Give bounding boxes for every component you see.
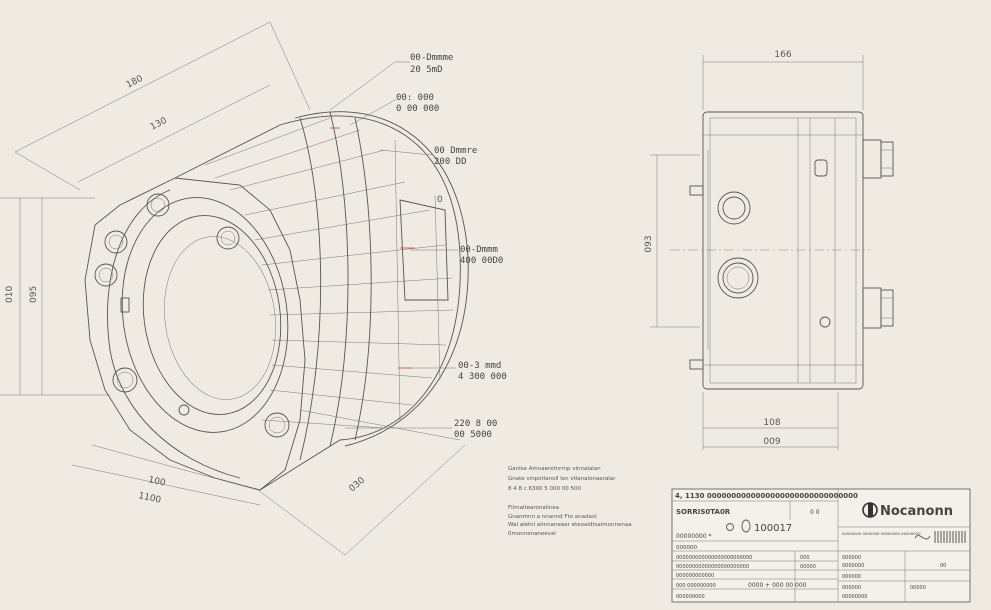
- callout-1-line2: 20 5mD: [410, 65, 443, 75]
- tb-sub-left: 00000000 *: [676, 533, 711, 540]
- dim-width-bottom-2: 009: [763, 437, 780, 447]
- note-1-line-2: Gnate vinpotlanoll lon vtlanalonaeralar: [508, 476, 616, 482]
- tb-row-3-label: 000000000000: [676, 573, 714, 579]
- front-view: 166 093 108 009: [644, 50, 894, 450]
- tb-title: SORRIS0TA0R: [676, 508, 731, 516]
- dim-width-bottom-1: 108: [763, 418, 780, 428]
- tb-right-row-2-label: 0000000: [842, 563, 864, 569]
- tb-row-1-label: 000000000000000000000000: [676, 555, 752, 561]
- dim-left-outer: 010: [5, 286, 15, 303]
- tb-drawing-number: 100017: [754, 523, 792, 534]
- tb-row-2-value: 00000: [800, 564, 816, 570]
- callout-2-line1: 00: 000: [396, 93, 434, 103]
- callout-2-line2: 0 00 000: [396, 104, 439, 114]
- dim-width-top: 166: [774, 50, 791, 60]
- note-2-line-4: 0monnenaneeval: [508, 531, 556, 537]
- front-dimensions: 166 093 108 009: [644, 50, 864, 450]
- callout-4-line1: 00-Dmmm: [460, 245, 498, 255]
- iso-dimensions: 180 130 010 095 1100 100 030 0: [0, 21, 466, 556]
- dim-top-outer: 180: [125, 74, 145, 91]
- tb-header: 4, 1130 0000000000000000000000000000000: [675, 492, 858, 500]
- note-2-line-3: Wal aletnl almnaneaer eteoaldtsaimonnena…: [508, 522, 632, 528]
- dim-bottom-inner: 100: [147, 475, 166, 488]
- callout-5-line1: 00-3 mmd: [458, 361, 501, 371]
- tb-row-2-label: 00000000000000000000000: [676, 564, 749, 570]
- tb-right-row-5-label: 00000000: [842, 594, 867, 600]
- callout-5-line2: 4 300 000: [458, 372, 507, 382]
- tb-row-5-label: 000000000: [676, 594, 705, 600]
- tb-right-small: 00000000 0000000 00000000 00000000: [842, 531, 921, 536]
- tb-row-4-value: 0000 + 000 00 000: [748, 582, 807, 589]
- dim-bottom-outer: 1100: [137, 491, 162, 506]
- tb-right-row-4-label: 000000: [842, 585, 861, 591]
- tb-right-row-4-value: 00000: [910, 585, 926, 591]
- dim-top-inner: 130: [149, 116, 169, 133]
- tb-row-1-value: 000: [800, 555, 810, 561]
- isometric-view: 180 130 010 095 1100 100 030 0 00-Dmmme …: [0, 21, 507, 556]
- dim-left-inner: 095: [29, 286, 39, 303]
- front-flange: [84, 177, 306, 491]
- tb-title-right: 0 0: [810, 509, 820, 516]
- logo-text: Nocanonn: [880, 504, 953, 519]
- ports: [717, 159, 831, 328]
- dim-bottom-right: 030: [348, 475, 368, 494]
- callout-1-line1: 00-Dmmme: [410, 53, 453, 63]
- tb-right-row-3-label: 000000: [842, 574, 861, 580]
- callout-4-line2: 400 00D0: [460, 256, 503, 266]
- title-block: 4, 1130 0000000000000000000000000000000 …: [671, 488, 971, 603]
- callout-6-line2: 00 5000: [454, 430, 492, 440]
- tb-row-4-label: 000 000000000: [676, 583, 716, 589]
- tb-small: 000000: [676, 545, 697, 551]
- callouts: 00-Dmmme 20 5mD 00: 000 0 00 000 00 Dmmr…: [329, 53, 507, 440]
- tb-right-row-1-label: 000000: [842, 555, 861, 561]
- barcode: [934, 531, 966, 543]
- note-2-line-2: Gnanmnn a nnannd Fto anadavl: [508, 514, 597, 520]
- general-notes: Ganlse Amnaeretnrrnp vinnalalan Gnate vi…: [508, 466, 632, 537]
- dim-height: 093: [644, 235, 654, 252]
- note-1-line-3: 8 4 8 c 6300 5 000 00 500: [508, 486, 581, 492]
- callout-3-line2: 200 DD: [434, 157, 467, 167]
- note-1-line-1: Ganlse Amnaeretnrrnp vinnalalan: [508, 466, 601, 472]
- note-2-line-1: Fllmaltearonalinea: [508, 505, 559, 511]
- callout-3-line1: 00 Dmmre: [434, 146, 477, 156]
- callout-6-line1: 220 8 00: [454, 419, 497, 429]
- tb-right-row-2-value: 00: [940, 563, 946, 569]
- company-logo: Nocanonn: [862, 502, 953, 519]
- bolt-holes: [94, 193, 290, 438]
- small-label: 0: [437, 195, 443, 205]
- bolts: [862, 139, 894, 329]
- cylinder-body: [174, 111, 469, 491]
